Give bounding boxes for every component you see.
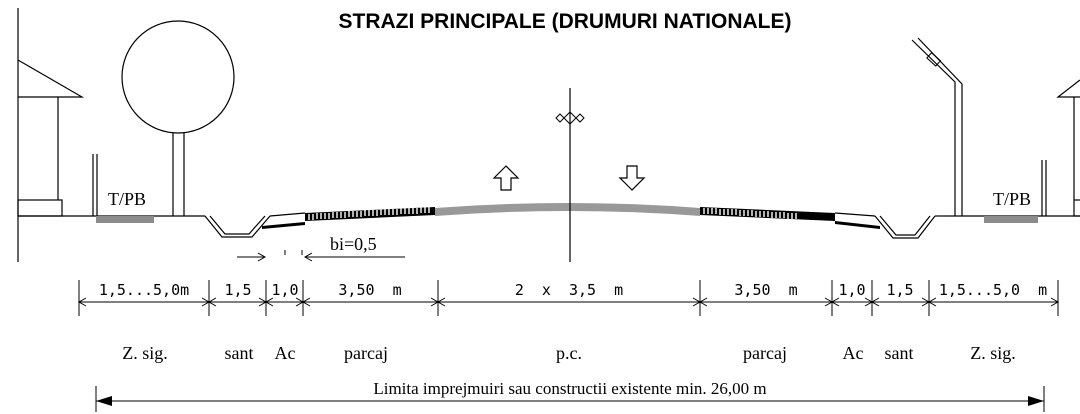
fence-right <box>1041 160 1047 216</box>
street-lamp-icon <box>911 37 963 216</box>
direction-arrow-up-icon <box>492 165 520 191</box>
zone-label: parcaj <box>743 343 787 363</box>
zone-label: Ac <box>275 343 296 363</box>
zone-label: sant <box>225 343 254 363</box>
dimension-label: 1,5 <box>886 281 913 299</box>
zone-label: parcaj <box>344 343 388 363</box>
dimension-label: 2 x 3,5 m <box>515 281 623 299</box>
dimension-label: 1,0 <box>271 281 298 299</box>
sidewalk-label-right: T/PB <box>993 189 1031 209</box>
dimension-label: 3,50 m <box>338 281 401 299</box>
fence-left <box>92 154 98 216</box>
dimension-line <box>77 280 1060 316</box>
dimension-label: 1,5...5,0 m <box>939 281 1047 299</box>
ditch-left <box>204 215 271 238</box>
tree-icon <box>121 20 235 216</box>
zone-label: p.c. <box>556 343 582 363</box>
sidewalk-label-left: T/PB <box>108 189 146 209</box>
dimension-label: 1,5...5,0m <box>99 281 189 299</box>
sidewalk-right <box>984 216 1038 223</box>
dimension-labels: 1,5...5,0m 1,5 1,0 3,50 m 2 x 3,5 m 3,50… <box>99 281 1047 299</box>
zone-labels: Z. sig. sant Ac parcaj p.c. parcaj Ac sa… <box>122 343 1016 363</box>
road-surface <box>262 203 880 229</box>
sidewalk-left <box>96 216 154 223</box>
dimension-label: 1,0 <box>838 281 865 299</box>
zone-label: sant <box>885 343 914 363</box>
ditch-right <box>874 215 945 239</box>
bi-label: bi=0,5 <box>330 234 377 254</box>
bi-dimension <box>237 250 405 262</box>
total-width-label: Limita imprejmuiri sau constructii exist… <box>373 379 766 398</box>
dimension-label: 3,50 m <box>734 281 797 299</box>
dimension-label: 1,5 <box>224 281 251 299</box>
direction-arrow-down-icon <box>618 165 646 191</box>
zone-label: Ac <box>843 343 864 363</box>
axis-marker-icon <box>555 88 585 262</box>
diagram-title: STRAZI PRINCIPALE (DRUMURI NATIONALE) <box>338 10 791 33</box>
house-icon <box>1056 79 1080 217</box>
zone-label: Z. sig. <box>970 343 1016 363</box>
house-icon <box>17 8 85 262</box>
total-dimension-line <box>95 386 1045 412</box>
zone-label: Z. sig. <box>122 343 168 363</box>
